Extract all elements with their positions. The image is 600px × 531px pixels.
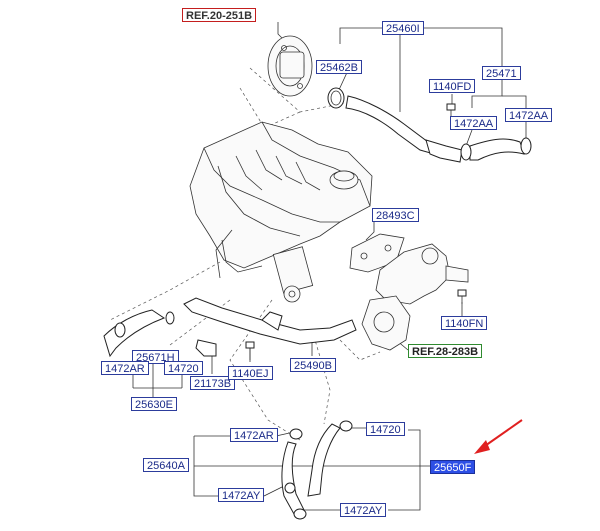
thermostat-housing-icon xyxy=(361,243,469,351)
hose-icon xyxy=(469,138,525,161)
clamp-icon xyxy=(165,311,175,325)
clamp-icon xyxy=(339,420,353,432)
part-25650f-label[interactable]: 25650F xyxy=(430,460,476,474)
part-14720-label-2[interactable]: 14720 xyxy=(366,422,405,436)
clamp-icon xyxy=(284,482,296,494)
part-25462b-label[interactable]: 25462B xyxy=(316,60,362,74)
part-1140ej-label[interactable]: 1140EJ xyxy=(228,366,273,380)
arrow-icon xyxy=(474,419,523,454)
part-1472ar-label-2[interactable]: 1472AR xyxy=(230,428,278,442)
clamp-icon xyxy=(293,508,307,520)
part-25471-label[interactable]: 25471 xyxy=(482,66,521,80)
hose-icon xyxy=(183,297,357,345)
part-1472ay-label[interactable]: 1472AY xyxy=(218,488,265,502)
o-ring-icon xyxy=(327,87,345,109)
part-25490b-label[interactable]: 25490B xyxy=(290,358,336,372)
leader-lines xyxy=(132,22,527,511)
clamp-icon xyxy=(520,137,532,155)
clamp-icon xyxy=(289,428,303,440)
hose-icon xyxy=(345,95,463,163)
part-14720-label[interactable]: 14720 xyxy=(164,361,203,375)
part-1472ay-label-2[interactable]: 1472AY xyxy=(340,503,387,517)
clamp-icon xyxy=(114,322,126,338)
part-25460i-label[interactable]: 25460I xyxy=(382,21,424,35)
hose-icon xyxy=(281,441,305,515)
part-28493c-label[interactable]: 28493C xyxy=(372,208,419,222)
clamp-icon xyxy=(460,143,472,161)
ref-28-283b-label[interactable]: REF.28-283B xyxy=(408,344,483,358)
water-pump-icon xyxy=(267,35,313,97)
ref-20-251b-label[interactable]: REF.20-251B xyxy=(182,8,257,22)
part-25630e-label[interactable]: 25630E xyxy=(131,397,177,411)
part-1140fd-label[interactable]: 1140FD xyxy=(429,79,476,93)
bolt-icon xyxy=(245,341,255,360)
part-1472aa-label[interactable]: 1472AA xyxy=(450,116,498,130)
engine-block-icon xyxy=(189,121,373,303)
hose-icon xyxy=(307,423,341,497)
bolt-icon xyxy=(457,289,467,304)
part-1140fn-label[interactable]: 1140FN xyxy=(441,316,488,330)
part-21173b-label[interactable]: 21173B xyxy=(190,376,236,390)
part-1472aa-label-2[interactable]: 1472AA xyxy=(505,108,553,122)
part-1472ar-label[interactable]: 1472AR xyxy=(101,361,149,375)
plug-icon xyxy=(195,339,217,357)
part-25640a-label[interactable]: 25640A xyxy=(143,458,189,472)
